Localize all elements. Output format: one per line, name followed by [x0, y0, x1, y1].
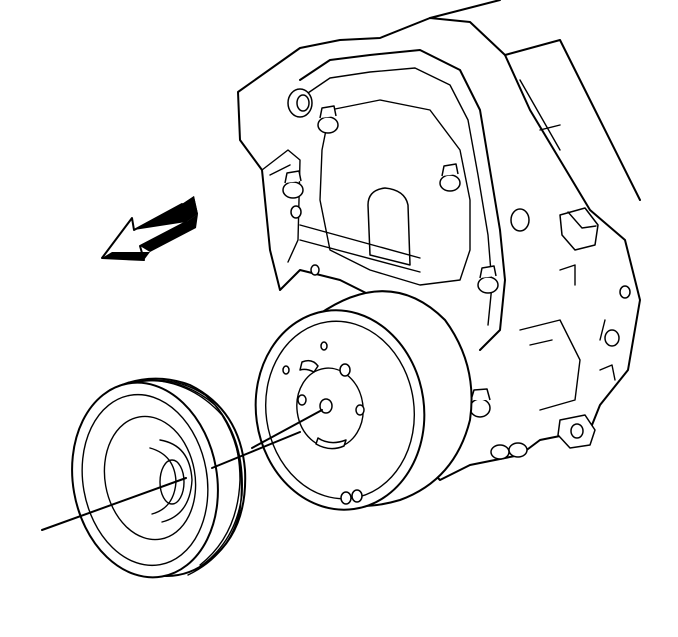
bolt-icon [490, 442, 528, 460]
bolt-icon [317, 105, 339, 134]
bolt-icon [469, 388, 491, 418]
direction-arrow-icon [101, 196, 198, 261]
bolt-icon [477, 265, 499, 294]
crankshaft-balancer [254, 290, 473, 511]
bolt-icon [282, 170, 304, 199]
engine-front-cover [237, 0, 641, 481]
cover-bolts [282, 105, 528, 460]
bolt-icon [439, 163, 461, 192]
alignment-line [41, 409, 323, 531]
crankshaft-pulley [71, 377, 247, 579]
